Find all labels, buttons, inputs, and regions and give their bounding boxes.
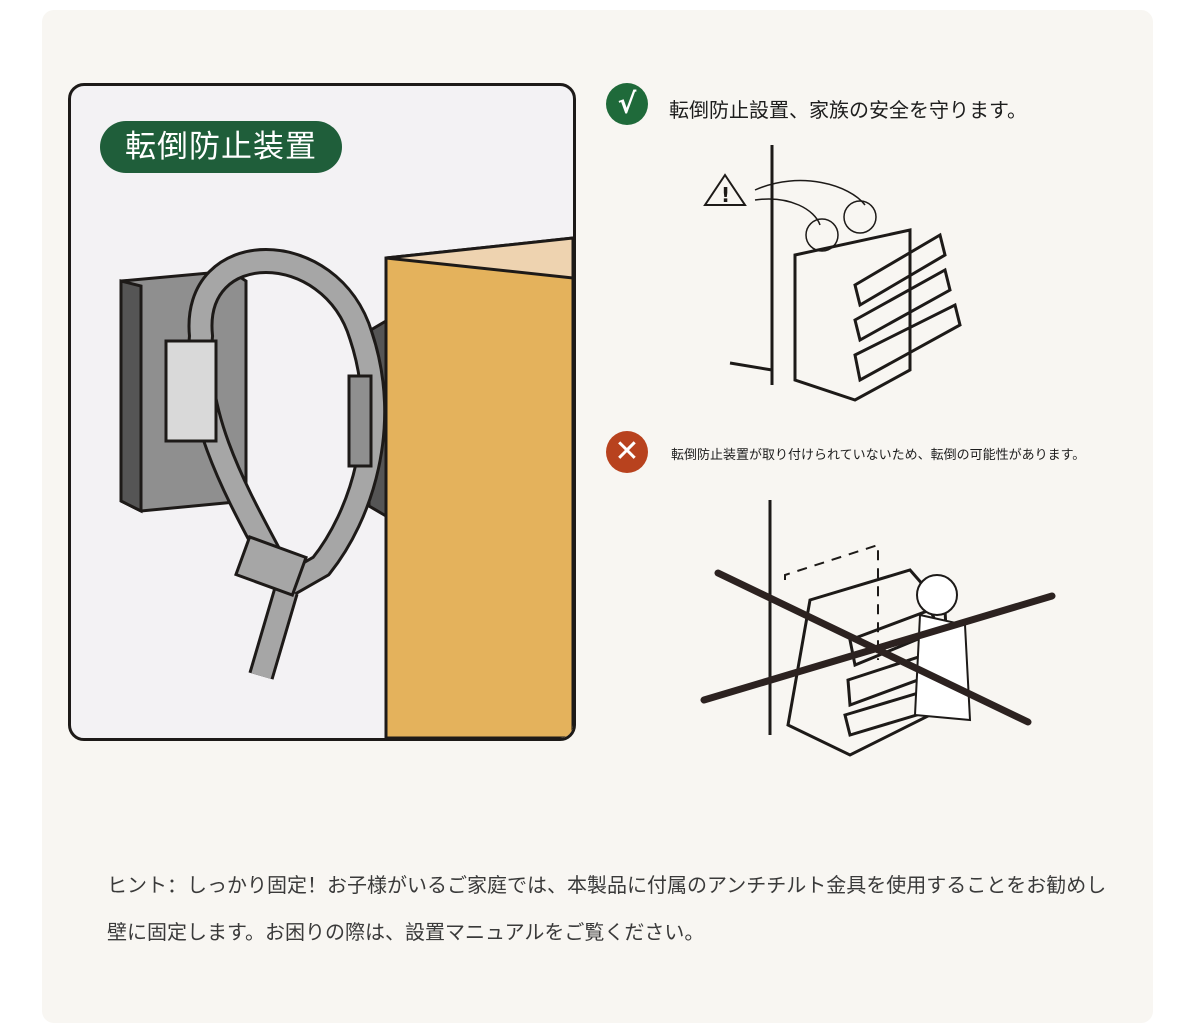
cross-icon: ✕ [606,431,648,473]
tipping-dresser-illustration [700,500,1056,757]
anti-tip-illustration [68,83,576,741]
strap-illustration [119,236,573,738]
hint-line-1: ヒント：しっかり固定！お子様がいるご家庭では、本製品に付属のアンチチルト金具を使… [107,873,1107,897]
good-caption: 転倒防止設置、家族の安全を守ります。 [669,98,1027,122]
secured-dresser-illustration: ! [703,145,962,402]
anti-tip-badge: 転倒防止装置 [100,121,342,173]
hint-line-2: 壁に固定します。お困りの際は、設置マニュアルをご覧ください。 [107,920,705,944]
bad-caption: 転倒防止装置が取り付けられていないため、転倒の可能性があります。 [671,448,1086,463]
check-icon: √ [606,83,648,125]
svg-text:!: ! [721,183,730,207]
